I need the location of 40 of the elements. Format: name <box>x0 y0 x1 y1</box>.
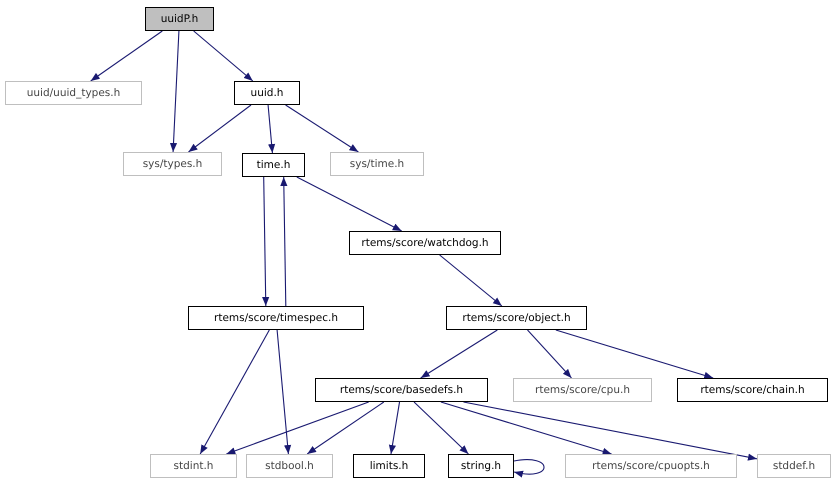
file-node: sys/types.h <box>123 152 222 176</box>
file-node: stddef.h <box>757 454 831 478</box>
file-node: rtems/score/object.h <box>446 306 587 330</box>
arrow <box>514 459 544 478</box>
arrow <box>285 104 359 152</box>
file-node: uuid.h <box>234 81 300 105</box>
file-node: rtems/score/cpuopts.h <box>565 454 737 478</box>
arrow <box>200 330 270 454</box>
arrow <box>556 329 714 379</box>
arrow <box>306 402 384 454</box>
arrow <box>439 254 502 306</box>
file-node: stdint.h <box>150 454 237 478</box>
file-node: uuidP.h <box>145 7 214 31</box>
file-node: rtems/score/basedefs.h <box>315 378 488 402</box>
arrow <box>226 401 369 455</box>
arrow <box>268 104 276 154</box>
arrow <box>193 30 254 82</box>
arrow <box>280 177 288 306</box>
file-node: stdbool.h <box>246 454 333 478</box>
arrow <box>90 30 163 82</box>
file-node: string.h <box>448 454 514 478</box>
file-node: rtems/score/chain.h <box>677 378 828 402</box>
file-node: limits.h <box>353 454 425 478</box>
arrow <box>414 402 469 454</box>
file-node: rtems/score/timespec.h <box>188 306 364 330</box>
file-node: rtems/score/watchdog.h <box>349 231 501 255</box>
arrow <box>463 401 758 461</box>
arrow <box>527 330 572 378</box>
arrow <box>262 177 270 306</box>
arrow <box>188 104 252 152</box>
arrow <box>170 30 180 152</box>
arrow <box>420 330 498 378</box>
arrow <box>388 402 400 454</box>
file-node: rtems/score/cpu.h <box>513 378 652 402</box>
arrow <box>296 176 402 232</box>
file-node: time.h <box>242 153 305 177</box>
file-node: sys/time.h <box>330 152 424 176</box>
file-node: uuid/uuid_types.h <box>5 81 142 105</box>
arrow <box>440 401 612 455</box>
arrow <box>276 330 292 454</box>
